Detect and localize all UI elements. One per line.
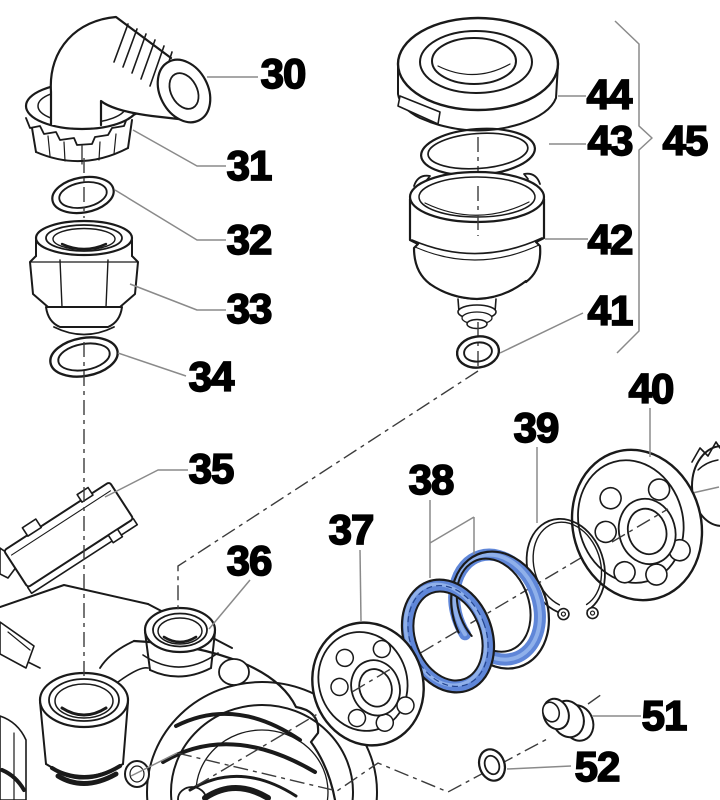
part-label-41: 41	[588, 287, 633, 334]
nipple-33-drawing	[29, 219, 139, 336]
part-label-34: 34	[189, 353, 235, 400]
plug-51-drawing	[541, 697, 595, 742]
cup-42-drawing	[408, 170, 546, 330]
part-labels: 30 31 32 33 34 35 36 37 38 39 40 41 42 4…	[188, 49, 710, 791]
washer-52-drawing	[477, 748, 507, 782]
part-label-45: 45	[663, 117, 708, 164]
drain-hole	[124, 760, 150, 788]
part-label-38: 38	[409, 456, 454, 503]
o-ring-41-drawing	[455, 335, 501, 369]
cover-35-drawing	[3, 482, 139, 595]
leader-lines	[104, 20, 653, 770]
part-label-35: 35	[189, 445, 234, 492]
part-label-51: 51	[642, 692, 687, 739]
elbow-fitting-30-drawing	[49, 15, 212, 127]
o-ring-34-drawing	[49, 336, 119, 378]
part-label-37: 37	[329, 506, 374, 553]
part-label-32: 32	[227, 216, 272, 263]
o-ring-32-drawing	[51, 175, 115, 215]
cap-44-drawing	[396, 16, 560, 132]
bearing-37-drawing	[311, 621, 425, 747]
flange-bolt-hole	[218, 658, 250, 686]
inlet-port-drawing	[38, 671, 130, 787]
part-label-44: 44	[587, 71, 633, 118]
part-label-36: 36	[227, 537, 272, 584]
group-bracket-45	[614, 20, 653, 354]
valve-port-drawing	[142, 606, 219, 678]
part-label-43: 43	[588, 117, 633, 164]
part-label-39: 39	[514, 404, 559, 451]
seal-ring-38b-drawing	[448, 548, 550, 670]
part-label-52: 52	[575, 743, 620, 790]
part-label-40: 40	[629, 365, 674, 412]
part-label-30: 30	[261, 50, 306, 97]
part-label-42: 42	[588, 216, 633, 263]
part-label-33: 33	[227, 285, 272, 332]
part-label-31: 31	[227, 142, 272, 189]
